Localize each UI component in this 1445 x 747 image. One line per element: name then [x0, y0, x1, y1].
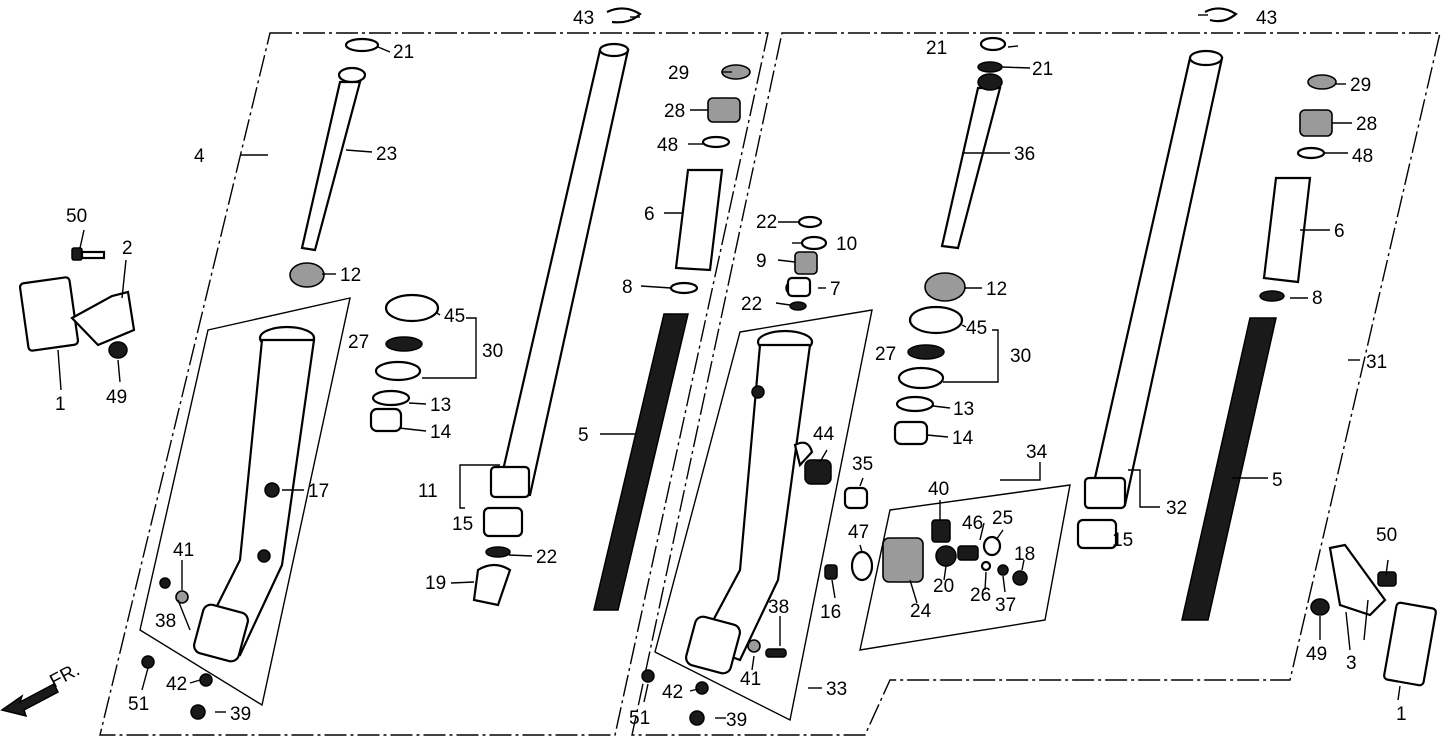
part-number-51: 51: [128, 694, 149, 715]
part-number-6: 6: [644, 204, 655, 225]
part-number-21c: 21: [1032, 59, 1053, 80]
left-reflector-bracket: [18, 247, 136, 359]
part-number-12: 12: [340, 265, 361, 286]
part-number-46: 46: [962, 513, 983, 534]
part-number-8: 8: [622, 277, 633, 298]
part-number-28: 28: [664, 101, 685, 122]
right-fork-frame: [631, 32, 1441, 736]
part-number-5b: 5: [1272, 470, 1283, 491]
part-number-10: 10: [836, 234, 857, 255]
part-number-39: 39: [230, 704, 251, 725]
part-number-19: 19: [425, 573, 446, 594]
part-number-40: 40: [928, 479, 949, 500]
part-number-50b: 50: [1376, 525, 1397, 546]
right-valve-assembly: [785, 215, 1028, 586]
part-number-49: 49: [106, 387, 127, 408]
part-number-49b: 49: [1306, 644, 1327, 665]
part-number-16: 16: [820, 602, 841, 623]
left-damper-rod: [472, 42, 630, 607]
part-number-27b: 27: [875, 344, 896, 365]
part-number-14b: 14: [952, 428, 974, 449]
left-lower-case: [141, 325, 316, 720]
part-number-31: 31: [1366, 352, 1387, 373]
part-number-41: 41: [173, 540, 194, 561]
left-spring-and-cap: [593, 64, 751, 611]
part-number-15b: 15: [1112, 530, 1133, 551]
part-number-21: 21: [393, 42, 414, 63]
part-number-42: 42: [166, 674, 187, 695]
part-number-1: 1: [55, 394, 66, 415]
part-number-30b: 30: [1010, 346, 1031, 367]
part-number-41b: 41: [740, 669, 761, 690]
left-lower-case-frame: [139, 297, 351, 707]
part-number-30: 30: [482, 341, 503, 362]
part-number-9: 9: [756, 251, 767, 272]
part-number-50: 50: [66, 206, 87, 227]
part-number-44: 44: [813, 424, 835, 445]
part-number-7: 7: [830, 279, 841, 300]
left-fork-upper: [289, 37, 440, 433]
part-number-12b: 12: [986, 279, 1007, 300]
part-number-51b: 51: [629, 708, 650, 729]
part-number-26: 26: [970, 585, 991, 606]
part-number-33: 33: [826, 679, 847, 700]
part-number-4: 4: [194, 146, 205, 167]
part-number-38: 38: [155, 611, 176, 632]
part-number-29b: 29: [1350, 75, 1371, 96]
part-number-11: 11: [418, 481, 438, 502]
part-number-29: 29: [668, 63, 689, 84]
right-damper-rod: [1076, 49, 1224, 550]
part-number-34: 34: [1026, 442, 1048, 463]
part-number-13: 13: [430, 395, 451, 416]
part-number-42b: 42: [662, 682, 683, 703]
left-fork-frame: [99, 32, 769, 736]
part-number-36: 36: [1014, 144, 1035, 165]
part-number-48: 48: [657, 135, 678, 156]
part-number-43b: 43: [1256, 8, 1277, 29]
part-number-15: 15: [452, 514, 473, 535]
leader-lines: [57, 14, 1401, 719]
part-number-32: 32: [1166, 498, 1187, 519]
part-number-38b: 38: [768, 597, 789, 618]
part-number-28b: 28: [1356, 114, 1377, 135]
part-number-43: 43: [573, 8, 594, 29]
part-number-45: 45: [444, 306, 465, 327]
part-number-17: 17: [308, 481, 329, 502]
part-number-3: 3: [1346, 653, 1357, 674]
part-number-35: 35: [852, 454, 873, 475]
part-number-25: 25: [992, 508, 1013, 529]
front-direction-arrow-icon: [0, 682, 59, 718]
right-reflector-bracket: [1310, 543, 1437, 687]
part-number-45b: 45: [966, 318, 987, 339]
part-number-labels: 21 23 4 12 45 27 30 13 14 17 11 15 22 19…: [55, 8, 1407, 731]
right-lower-case: [641, 329, 869, 726]
right-lower-case-frame: [654, 309, 873, 722]
part-number-23: 23: [376, 144, 397, 165]
part-number-1b: 1: [1396, 704, 1407, 725]
part-number-20: 20: [933, 576, 954, 597]
part-number-21b: 21: [926, 38, 947, 59]
part-number-8b: 8: [1312, 288, 1323, 309]
right-fork-upper: [893, 36, 1007, 446]
valve-subframe: [859, 484, 1071, 651]
part-number-47: 47: [848, 522, 869, 543]
part-number-37: 37: [995, 595, 1016, 616]
part-number-48b: 48: [1352, 146, 1373, 167]
part-number-22: 22: [536, 547, 557, 568]
part-number-39b: 39: [726, 710, 747, 731]
part-number-22c: 22: [741, 294, 762, 315]
part-number-6b: 6: [1334, 221, 1345, 242]
circlip-parts: [606, 7, 1238, 24]
part-number-14: 14: [430, 422, 452, 443]
part-number-5: 5: [578, 425, 589, 446]
part-number-22b: 22: [756, 212, 777, 233]
part-number-27: 27: [348, 332, 369, 353]
part-number-24: 24: [910, 601, 932, 622]
part-number-13b: 13: [953, 399, 974, 420]
part-number-2: 2: [122, 238, 133, 259]
right-spring-and-cap: [1181, 74, 1337, 621]
part-number-18: 18: [1014, 544, 1035, 565]
